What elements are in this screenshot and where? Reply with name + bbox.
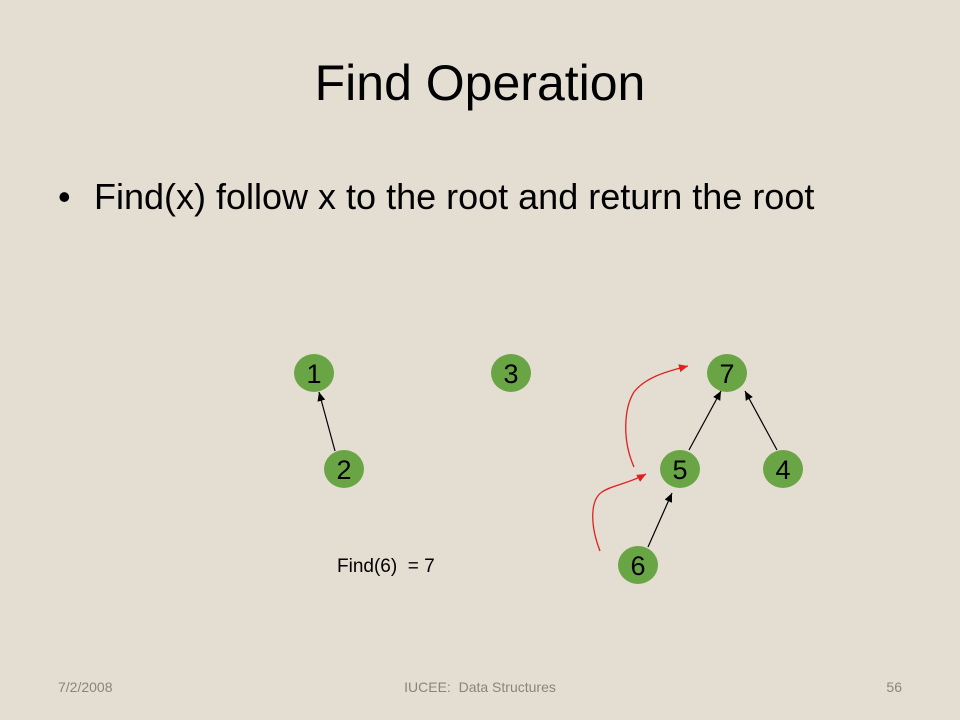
- node-4: 4: [763, 450, 803, 488]
- node-label: 6: [630, 551, 645, 581]
- slide-title: Find Operation: [314, 55, 646, 111]
- footer-page-number: 56: [886, 679, 902, 695]
- node-5: 5: [660, 450, 700, 488]
- node-label: 7: [719, 359, 734, 389]
- node-3: 3: [491, 354, 531, 392]
- node-2: 2: [324, 450, 364, 488]
- edge-2-to-1: [317, 391, 336, 452]
- node-label: 5: [672, 455, 687, 485]
- node-label: 4: [775, 455, 790, 485]
- footer-course: IUCEE: Data Structures: [404, 679, 556, 695]
- find-result-caption: Find(6) = 7: [337, 556, 435, 577]
- node-label: 1: [306, 359, 321, 389]
- find-path-arrow-6-to-5: [592, 473, 647, 552]
- node-label: 2: [336, 455, 351, 485]
- find-path-arrow-5-to-7: [625, 364, 689, 468]
- bullet-text: Find(x) follow x to the root and return …: [94, 176, 815, 217]
- node-7: 7: [707, 354, 747, 392]
- footer-date: 7/2/2008: [58, 679, 113, 695]
- node-1: 1: [294, 354, 334, 392]
- node-label: 3: [503, 359, 518, 389]
- edge-4-to-7: [744, 390, 778, 451]
- bullet-point: •: [58, 176, 71, 217]
- edge-6-to-5: [647, 492, 673, 548]
- edge-5-to-7: [688, 390, 722, 451]
- node-6: 6: [618, 546, 658, 584]
- bullet-item: • Find(x) follow x to the root and retur…: [58, 174, 908, 219]
